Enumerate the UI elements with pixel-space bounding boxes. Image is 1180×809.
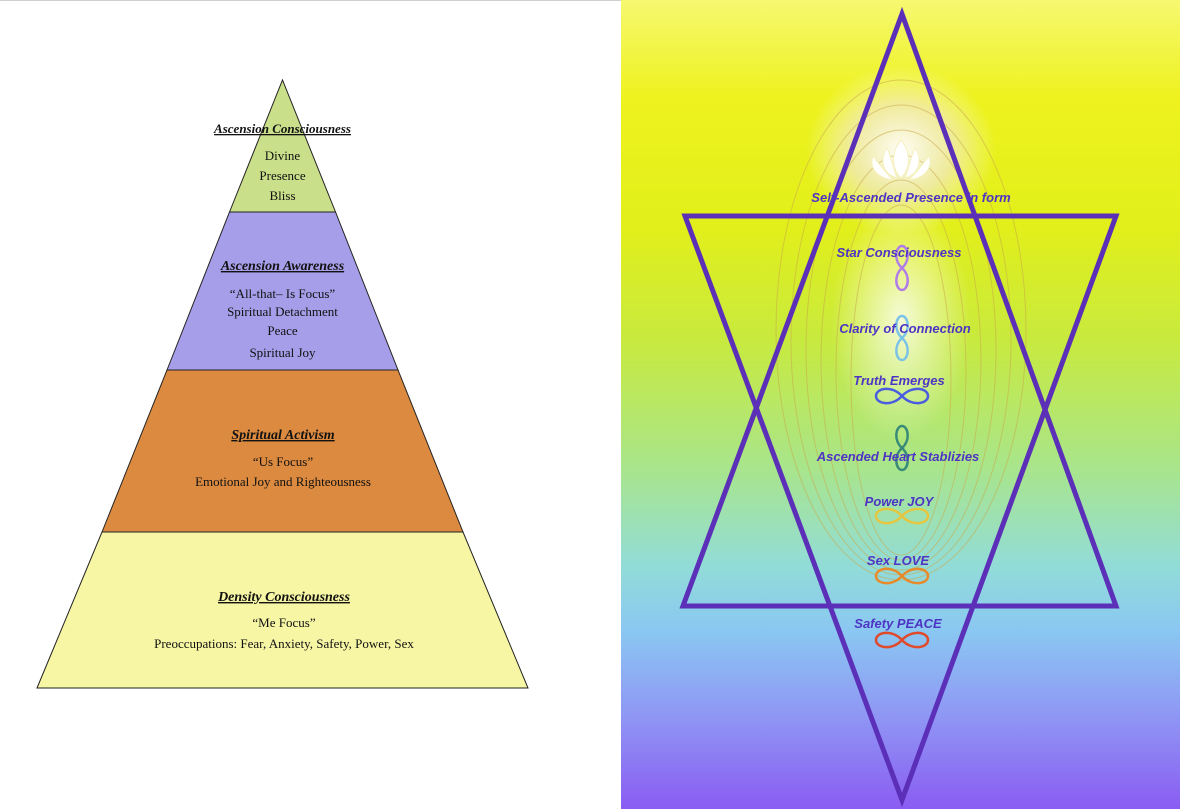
pyramid-tier-4 xyxy=(36,531,529,689)
star-triangle-up xyxy=(679,6,1120,609)
label-ascended-heart: Ascended Heart Stablizies xyxy=(816,449,980,464)
knot-sex-icon xyxy=(874,567,930,585)
label-truth-emerges: Truth Emerges xyxy=(853,373,945,388)
star-chakra-image: Self-Ascended Presence in form Star Cons… xyxy=(621,0,1180,809)
tier-3-line-2: Emotional Joy and Righteousness xyxy=(195,474,371,489)
chakra-knots xyxy=(874,244,930,649)
label-clarity-of-connection: Clarity of Connection xyxy=(839,321,971,336)
pyramid-level-ascension-awareness: Ascension Awareness “All-that– Is Focus”… xyxy=(166,211,399,371)
tier-1-line-2: Presence xyxy=(259,168,305,183)
tier-1-title: Ascension Consciousness xyxy=(213,121,351,136)
label-sex-love: Sex LOVE xyxy=(867,553,929,568)
tier-3-line-1: “Us Focus” xyxy=(253,454,314,469)
pyramid-level-density-consciousness: Density Consciousness “Me Focus” Preoccu… xyxy=(36,531,529,689)
label-safety-peace: Safety PEACE xyxy=(854,616,942,631)
tier-4-line-1: “Me Focus” xyxy=(252,615,315,630)
tier-4-title: Density Consciousness xyxy=(217,590,350,605)
tier-1-line-1: Divine xyxy=(265,148,301,163)
center-glow xyxy=(831,200,971,440)
energy-loops xyxy=(775,79,1027,581)
tier-2-line-3: Peace xyxy=(267,323,298,338)
pyramid-level-spiritual-activism: Spiritual Activism “Us Focus” Emotional … xyxy=(101,369,464,533)
tier-2-line-4: Spiritual Joy xyxy=(249,345,316,360)
lotus-icon xyxy=(871,139,931,181)
pyramid-tier-3 xyxy=(101,369,464,533)
knot-star-icon xyxy=(895,244,909,292)
knot-heart-icon xyxy=(895,424,909,472)
label-power-joy: Power JOY xyxy=(865,494,935,509)
tier-2-line-2: Spiritual Detachment xyxy=(227,304,338,319)
tier-4-line-2: Preoccupations: Fear, Anxiety, Safety, P… xyxy=(154,636,414,651)
knot-power-icon xyxy=(874,507,930,525)
tier-2-title: Ascension Awareness xyxy=(220,259,345,274)
tier-2-line-1: “All-that– Is Focus” xyxy=(230,286,336,301)
pyramid-level-ascension-consciousness: Ascension Consciousness Divine Presence … xyxy=(213,78,351,213)
knot-safety-icon xyxy=(874,631,930,649)
tier-3-title: Spiritual Activism xyxy=(231,428,334,443)
label-star-consciousness: Star Consciousness xyxy=(837,245,962,260)
star-of-david xyxy=(679,6,1120,808)
tier-1-line-3: Bliss xyxy=(269,188,295,203)
top-border xyxy=(0,0,1180,1)
label-self-ascended-presence: Self-Ascended Presence in form xyxy=(811,190,1011,205)
star-labels: Self-Ascended Presence in form Star Cons… xyxy=(811,190,1011,631)
knot-truth-icon xyxy=(874,387,930,405)
consciousness-pyramid: Ascension Consciousness Divine Presence … xyxy=(36,78,529,689)
knot-clarity-icon xyxy=(895,314,909,362)
star-diagram: Self-Ascended Presence in form Star Cons… xyxy=(679,6,1120,808)
star-triangle-down xyxy=(681,213,1120,808)
